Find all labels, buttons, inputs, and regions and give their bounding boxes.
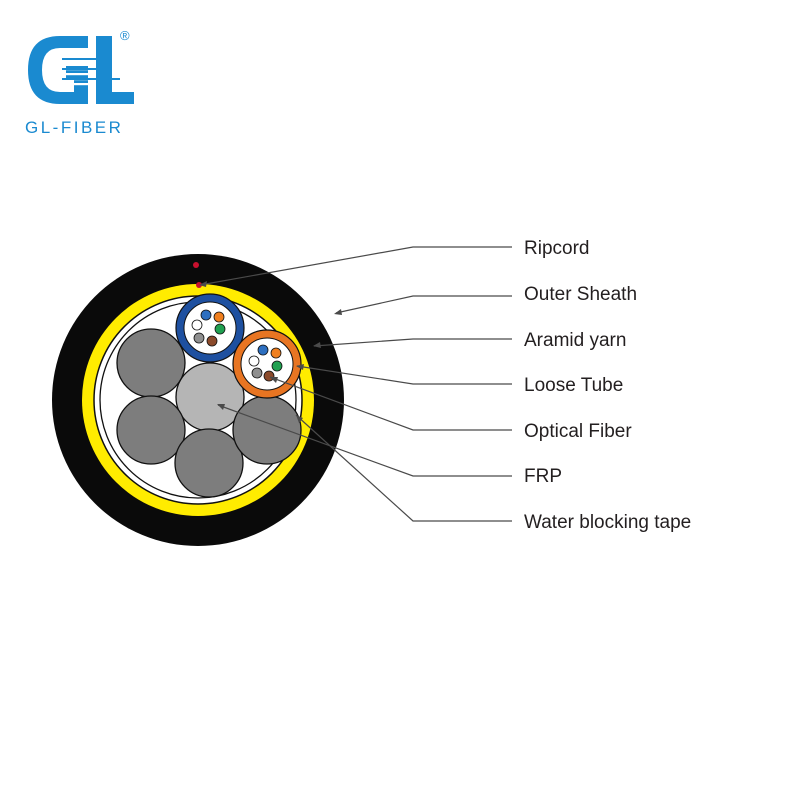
arrowhead: [313, 342, 321, 348]
leader-lines: [199, 246, 512, 522]
label-optical-fiber: Optical Fiber: [524, 421, 632, 442]
label-aramid-yarn: Aramid yarn: [524, 330, 626, 351]
loose-tube-blue: [175, 293, 245, 363]
optical-fiber: [200, 309, 212, 321]
filler-rod: [116, 395, 186, 465]
loose-tube-orange: [232, 329, 302, 399]
arrowhead: [217, 404, 225, 410]
label-outer-sheath: Outer Sheath: [524, 284, 637, 305]
optical-fiber: [270, 347, 282, 359]
leader-optical-fiber: [269, 376, 512, 431]
callout-labels: Ripcord Outer Sheath Aramid yarn Loose T…: [524, 238, 691, 533]
leader-water-blocking-tape: [295, 414, 512, 522]
filler-rod: [174, 428, 244, 498]
brand-logo: ® GL-FIBER: [25, 28, 134, 137]
filler-rod: [232, 395, 302, 465]
arrowhead: [296, 364, 304, 370]
label-loose-tube: Loose Tube: [524, 375, 623, 396]
leader-loose-tube: [296, 365, 512, 385]
optical-fiber: [206, 335, 218, 347]
label-ripcord: Ripcord: [524, 238, 589, 259]
label-water-blocking-tape: Water blocking tape: [524, 512, 691, 533]
brand-name: GL-FIBER: [25, 118, 123, 137]
optical-fiber: [213, 311, 225, 323]
leader-frp: [217, 404, 512, 477]
leader-aramid-yarn: [313, 338, 512, 347]
arrowhead: [270, 377, 278, 383]
optical-fiber: [248, 355, 260, 367]
registered-mark: ®: [120, 28, 130, 43]
optical-fiber: [271, 360, 283, 372]
optical-fiber: [257, 344, 269, 356]
gl-logo-icon: [28, 36, 134, 104]
optical-fiber: [193, 332, 205, 344]
arrowhead: [199, 281, 207, 287]
leader-outer-sheath: [335, 295, 512, 314]
cable-cross-section: [52, 254, 344, 546]
optical-fiber: [214, 323, 226, 335]
optical-fiber: [251, 367, 263, 379]
ripcord: [193, 262, 199, 268]
arrowhead: [334, 309, 342, 315]
optical-fiber: [191, 319, 203, 331]
filler-rod: [116, 328, 186, 398]
label-frp: FRP: [524, 466, 562, 487]
leader-ripcord: [199, 246, 512, 286]
arrowhead: [296, 415, 303, 423]
